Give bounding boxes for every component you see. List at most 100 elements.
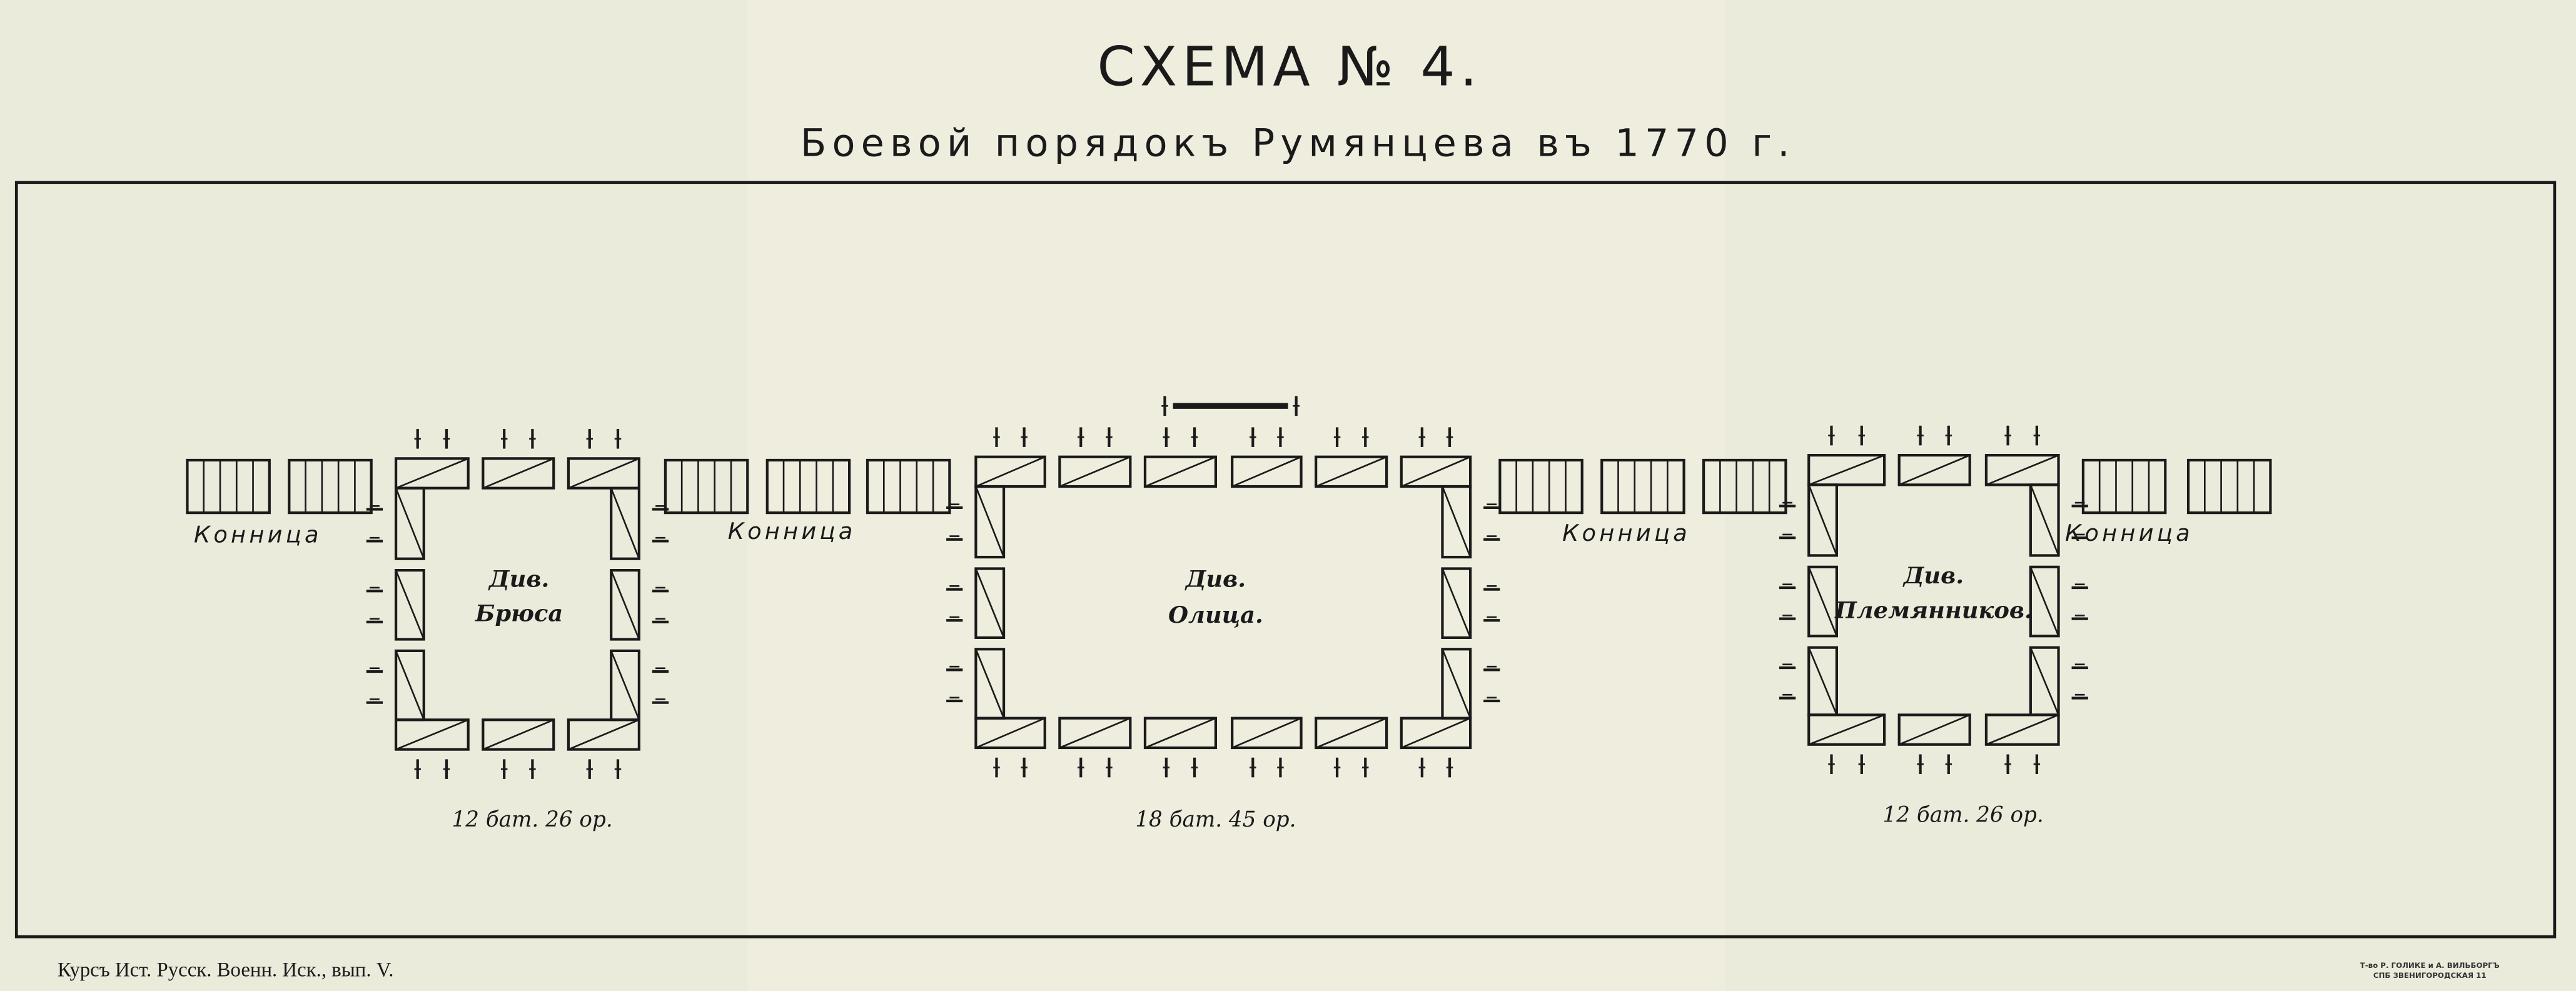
battalion-rect [610, 568, 640, 641]
battalion-rect [1897, 713, 1971, 746]
battalion-diagonal [975, 648, 1005, 719]
paper-fold-panel [747, 0, 1725, 991]
battalion-rect [1143, 455, 1218, 488]
division-label-plemyannikov-line2: Племянников. [1834, 596, 2033, 623]
battalion-diagonal [1401, 717, 1471, 749]
battalion-rect [1807, 483, 1838, 557]
battalion-diagonal [395, 650, 425, 720]
battalion-diagonal [610, 488, 640, 560]
battalion-rect [1058, 717, 1132, 750]
battalion-diagonal [1315, 456, 1387, 488]
cavalry-label-3: Конница [1562, 520, 1690, 546]
cavalry-squadron-rect [664, 458, 749, 515]
cavalry-squadron-rect [1498, 458, 1583, 515]
battalion-diagonal [1059, 717, 1131, 749]
battalion-rect [974, 567, 1006, 639]
battalion-rect [974, 717, 1046, 750]
battalion-rect [1143, 717, 1218, 750]
battalion-diagonal [1899, 714, 1971, 745]
scheme-subtitle: Боевой порядокъ Румянцева въ 1770 г. [801, 122, 1796, 166]
cavalry-squadron-rect [866, 458, 951, 515]
cavalry-label-4: Конница [2065, 520, 2193, 546]
division-label-olits-line2: Олица. [1168, 601, 1263, 628]
battalion-diagonal [975, 486, 1005, 558]
battalion-diagonal [975, 568, 1005, 638]
battalion-diagonal [610, 570, 640, 640]
battalion-diagonal [975, 456, 1046, 488]
battalion-diagonal [395, 719, 469, 750]
battalion-diagonal [1401, 456, 1471, 488]
battalion-diagonal [1442, 486, 1472, 558]
battalion-diagonal [1059, 456, 1131, 488]
battalion-rect [1807, 565, 1838, 638]
battalion-diagonal [1986, 714, 2059, 745]
battalion-diagonal [1808, 484, 1838, 556]
cavalry-squadron-rect [1702, 458, 1787, 515]
battalion-rect [1441, 567, 1472, 639]
battalion-diagonal [1986, 454, 2059, 486]
battalion-rect [1441, 648, 1472, 720]
battalion-rect [1441, 485, 1472, 559]
battalion-diagonal [1899, 454, 1971, 486]
battalion-diagonal [1442, 568, 1472, 638]
battalion-rect [1897, 453, 1971, 486]
division-count-brus: 12 бат. 26 ор. [452, 807, 613, 832]
battalion-diagonal [395, 570, 425, 640]
battalion-rect [610, 486, 640, 560]
battalion-diagonal [482, 719, 554, 750]
battalion-rect [394, 568, 425, 641]
battalion-diagonal [975, 717, 1046, 749]
printer-imprint-line2: СПБ ЗВЕНИГОРОДСКАЯ 11 [2373, 971, 2487, 980]
battalion-diagonal [1808, 566, 1838, 636]
battalion-diagonal [1144, 717, 1216, 749]
battalion-diagonal [395, 488, 425, 560]
battalion-diagonal [1442, 648, 1472, 719]
battalion-diagonal [1231, 456, 1302, 488]
scheme-title: СХЕМА № 4. [1097, 36, 1482, 99]
battalion-rect [394, 457, 470, 490]
battalion-rect [974, 485, 1006, 559]
battalion-rect [610, 649, 640, 722]
battalion-diagonal [482, 458, 554, 489]
battalion-rect [394, 486, 425, 560]
division-count-plemyannikov: 12 бат. 26 ор. [1883, 802, 2044, 827]
battalion-diagonal [1315, 717, 1387, 749]
battalion-rect [2029, 483, 2060, 557]
battalion-rect [1231, 455, 1303, 488]
cavalry-squadron-rect [186, 458, 271, 515]
division-label-olits-line1: Див. [1184, 565, 1246, 592]
footer-course-reference: Курсъ Ист. Русск. Военн. Иск., вып. V. [58, 958, 393, 981]
battalion-rect [394, 649, 425, 722]
battalion-rect [1807, 713, 1886, 746]
cavalry-squadron-rect [2081, 458, 2167, 515]
battalion-rect [1984, 713, 2060, 746]
battalion-diagonal [1231, 717, 1302, 749]
formation-layer [186, 396, 2272, 779]
battalion-rect [1984, 453, 2060, 486]
battalion-diagonal [1808, 454, 1885, 486]
battalion-diagonal [395, 458, 469, 489]
battalion-diagonal [1808, 714, 1885, 745]
battalion-rect [2029, 565, 2060, 638]
printer-imprint-line1: Т-во Р. ГОЛИКЕ и А. ВИЛЬБОРГЪ [2360, 961, 2500, 970]
battalion-diagonal [1144, 456, 1216, 488]
battalion-rect [974, 455, 1046, 488]
battalion-rect [1807, 646, 1838, 717]
battalion-diagonal [610, 650, 640, 720]
cavalry-squadron-rect [765, 458, 851, 515]
battalion-rect [1058, 455, 1132, 488]
cavalry-squadron-rect [288, 458, 373, 515]
battalion-rect [1315, 455, 1388, 488]
battalion-rect [1400, 717, 1472, 750]
battalion-diagonal [1808, 647, 1838, 715]
battalion-diagonal [2029, 647, 2059, 715]
battalion-diagonal [2029, 484, 2059, 556]
battalion-rect [394, 718, 470, 751]
cavalry-label-2: Конница [728, 518, 856, 545]
battalion-diagonal [568, 719, 640, 750]
battalion-diagonal [568, 458, 640, 489]
battalion-rect [482, 457, 555, 490]
cavalry-label-1: Конница [194, 521, 322, 548]
battalion-rect [1400, 455, 1472, 488]
